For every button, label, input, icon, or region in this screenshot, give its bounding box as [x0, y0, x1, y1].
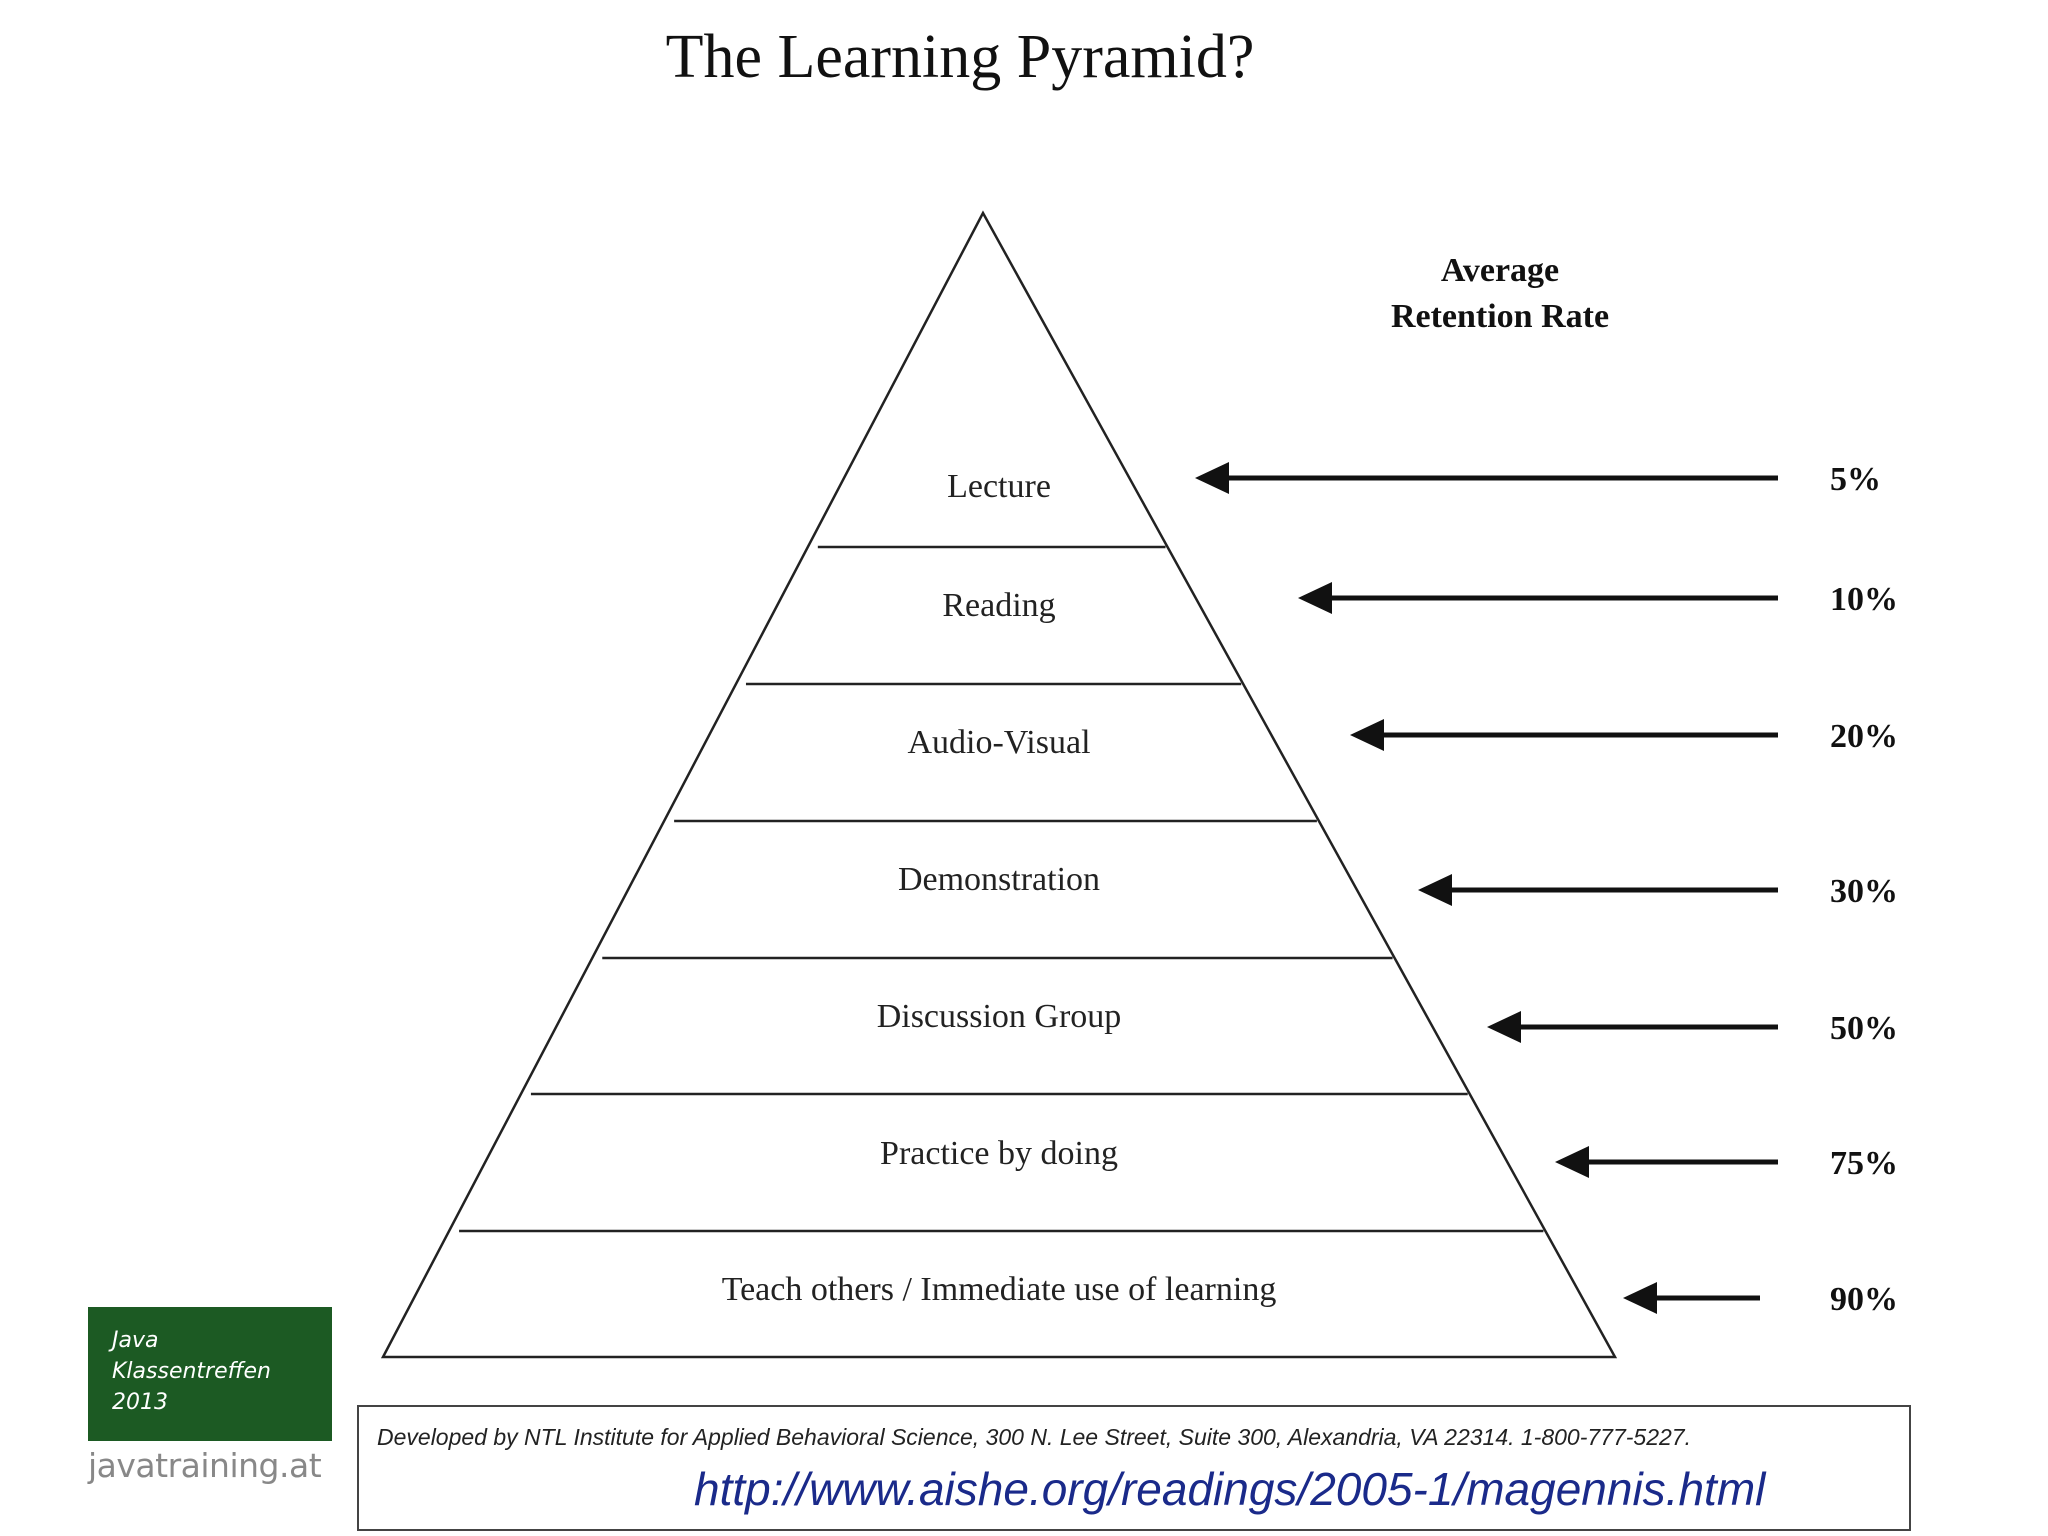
- tier-label-5: Discussion Group: [877, 998, 1122, 1035]
- retention-value-2: 10%: [1830, 581, 1898, 618]
- source-text: Developed by NTL Institute for Applied B…: [377, 1424, 1691, 1450]
- retention-arrowhead: [1487, 1011, 1521, 1043]
- tier-label-7: Teach others / Immediate use of learning: [722, 1271, 1277, 1308]
- tier-label-1: Lecture: [947, 468, 1051, 505]
- tier-label-2: Reading: [942, 587, 1055, 624]
- retention-arrowhead: [1555, 1146, 1589, 1178]
- retention-value-6: 75%: [1830, 1145, 1898, 1182]
- source-url-link[interactable]: http://www.aishe.org/readings/2005-1/mag…: [694, 1463, 1766, 1515]
- retention-arrowhead: [1623, 1282, 1657, 1314]
- title-text: The Learning Pyramid?: [665, 23, 1255, 91]
- retention-value-4: 30%: [1830, 873, 1898, 910]
- retention-arrowhead: [1418, 874, 1452, 906]
- page-title: The Learning Pyramid?: [0, 22, 1920, 93]
- pyramid-outline: [380, 210, 1618, 1359]
- retention-value-3: 20%: [1830, 718, 1898, 755]
- source-box: Developed by NTL Institute for Applied B…: [357, 1405, 1911, 1531]
- logo-line2: Klassentreffen: [112, 1359, 271, 1384]
- retention-header: Average Retention Rate: [1300, 248, 1700, 340]
- java-klassentreffen-logo: Java Klassentreffen 2013: [88, 1307, 332, 1441]
- site-name: javatraining.at: [88, 1446, 322, 1485]
- retention-arrowhead: [1195, 462, 1229, 494]
- retention-value-7: 90%: [1830, 1281, 1898, 1318]
- tier-label-4: Demonstration: [898, 861, 1100, 898]
- retention-header-line2: Retention Rate: [1390, 298, 1610, 335]
- logo-line1: Java: [112, 1328, 159, 1353]
- tier-label-3: Audio-Visual: [907, 724, 1090, 761]
- retention-value-5: 50%: [1830, 1010, 1898, 1047]
- retention-arrowhead: [1298, 582, 1332, 614]
- tier-label-6: Practice by doing: [880, 1135, 1118, 1172]
- logo-line3: 2013: [112, 1390, 168, 1415]
- retention-value-1: 5%: [1830, 461, 1881, 498]
- retention-arrowhead: [1350, 719, 1384, 751]
- retention-header-line1: Average: [1440, 252, 1560, 289]
